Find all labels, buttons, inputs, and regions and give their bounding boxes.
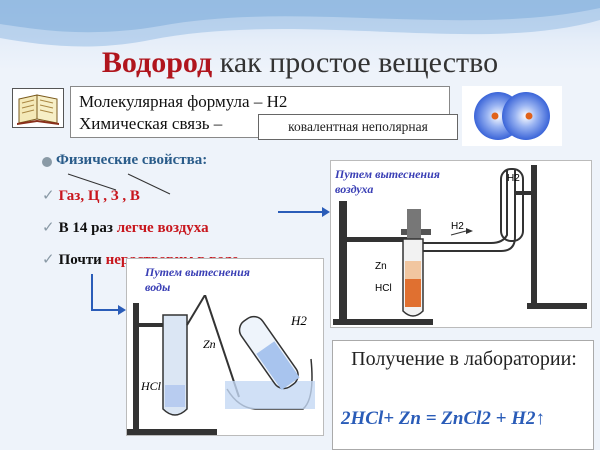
property-gas: ✓Газ, Ц , З , В [42,186,140,205]
properties-header: Физические свойства: [56,152,208,168]
title-rest: как простое вещество [212,46,499,79]
slide-title: Водород как простое вещество [0,46,600,80]
water-method-label: Путем вытеснения воды [145,265,265,295]
property-lighter-red: легче воздуха [116,220,209,236]
bond-line: Химическая связь – [79,114,223,133]
air-apparatus-drawing [333,165,587,325]
lab-preparation-box: Получение в лаборатории: 2HCl+ Zn = ZnCl… [332,340,594,450]
water-zn-label: Zn [203,337,216,351]
water-displacement-panel: Путем вытеснения воды Zn HCl H2 [126,258,324,436]
check-icon: ✓ [42,252,55,268]
property-lighter: ✓В 14 раз легче воздуха [42,218,209,237]
air-zn-label: Zn [375,261,387,272]
air-h2-flow-label: H2 [451,221,464,232]
air-hcl-label: HCl [375,283,392,294]
formula-line: Молекулярная формула – Н2 [79,92,288,111]
property-insoluble-prefix: Почти [58,252,106,268]
bullet-dot [42,157,52,167]
water-hcl-label: HCl [141,379,162,393]
property-lighter-prefix: В 14 раз [58,220,117,236]
lab-title: Получение в лаборатории: [351,348,577,370]
check-icon: ✓ [42,220,55,236]
bond-type-label: ковалентная неполярная [258,114,458,140]
water-apparatus-drawing [127,294,315,435]
h2-molecule-icon [462,86,562,146]
water-h2-label: H2 [291,313,307,328]
air-displacement-panel: Путем вытеснения воздуха H2 H2 Zn HCl [330,160,592,328]
header-wave [0,0,600,47]
property-gas-text: Газ, Ц , З , В [58,188,140,204]
lab-equation: 2HCl+ Zn = ZnCl2 + H2↑ [341,408,546,429]
air-method-label: Путем вытеснения воздуха [335,167,465,197]
book-icon [12,88,64,128]
air-h2-tube-label: H2 [507,173,520,184]
check-icon: ✓ [42,188,55,204]
title-bold: Водород [101,46,213,79]
